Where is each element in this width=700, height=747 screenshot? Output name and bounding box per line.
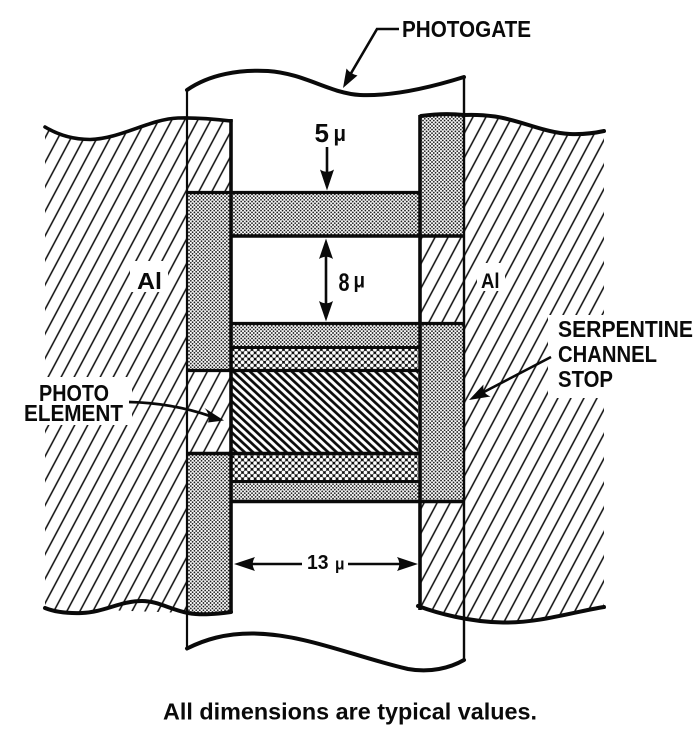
svg-text:All dimensions are typical val: All dimensions are typical values. xyxy=(163,699,537,725)
svg-text:PHOTOGATE: PHOTOGATE xyxy=(402,16,531,42)
svg-text:STOP: STOP xyxy=(558,366,613,392)
svg-text:μ: μ xyxy=(335,555,345,574)
svg-text:8: 8 xyxy=(339,269,350,297)
svg-text:13: 13 xyxy=(307,552,329,574)
svg-text:Al: Al xyxy=(481,270,500,293)
svg-text:CHANNEL: CHANNEL xyxy=(558,341,657,367)
svg-text:5: 5 xyxy=(315,118,329,148)
svg-text:μ: μ xyxy=(354,270,366,293)
svg-text:μ: μ xyxy=(334,121,347,146)
svg-text:SERPENTINE: SERPENTINE xyxy=(558,316,693,342)
svg-text:PHOTO: PHOTO xyxy=(39,380,109,406)
svg-text:Al: Al xyxy=(137,268,162,294)
svg-text:ELEMENT: ELEMENT xyxy=(24,400,124,426)
